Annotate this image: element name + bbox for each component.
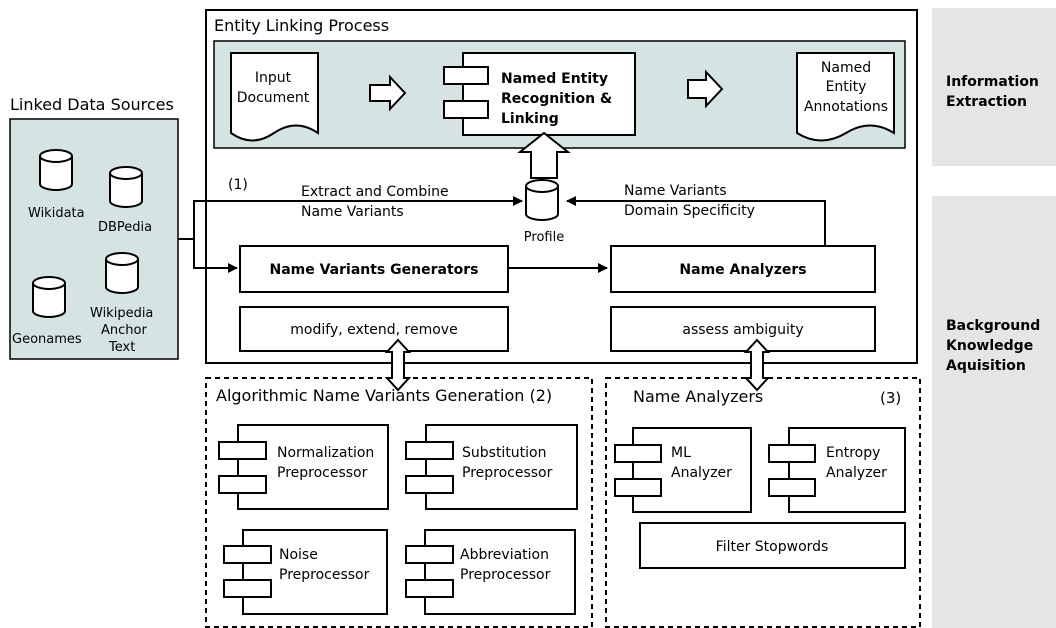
ml-analyzer-label-2: Analyzer xyxy=(671,465,732,481)
substitution-component-box xyxy=(425,424,578,510)
sources-to-profile-connector xyxy=(178,196,523,240)
name-analyzers-box xyxy=(610,245,876,293)
extract-label-1: Extract and Combine xyxy=(301,184,449,200)
name-analyzers-panel-title: Name Analyzers xyxy=(633,387,763,406)
flow-arrow-icon xyxy=(369,74,407,112)
wikidata-label: Wikidata xyxy=(28,206,85,221)
name-variants-generators-box xyxy=(239,245,509,293)
entropy-analyzer-label-1: Entropy xyxy=(826,445,880,461)
dbpedia-database-icon xyxy=(109,166,143,208)
profile-database-icon xyxy=(525,179,559,221)
annotations-label-2: Entity xyxy=(826,79,867,95)
assess-ambiguity-label: assess ambiguity xyxy=(682,322,803,338)
ner-label-1: Named Entity xyxy=(501,71,608,87)
filter-stopwords-box xyxy=(639,522,906,569)
sources-to-generators-connector xyxy=(193,239,238,273)
entity-linking-process-title: Entity Linking Process xyxy=(214,16,389,35)
component-port-icon xyxy=(218,475,267,494)
geonames-database-icon xyxy=(32,276,66,318)
component-port-icon xyxy=(218,441,267,460)
abbreviation-component-box xyxy=(424,529,576,615)
component-port-icon xyxy=(768,444,816,463)
component-port-icon xyxy=(405,441,454,460)
normalization-component-box xyxy=(237,424,389,510)
component-port-icon xyxy=(443,100,489,119)
ner-component-box xyxy=(462,52,636,136)
analyzers-to-profile-connector xyxy=(566,196,826,246)
information-extraction-label-2: Extraction xyxy=(946,94,1027,110)
information-extraction-label-1: Information xyxy=(946,74,1039,90)
name-variants-label-1: Name Variants xyxy=(624,183,727,199)
flow-arrow-icon xyxy=(687,69,724,109)
name-analyzers-marker-3: (3) xyxy=(880,389,901,407)
algorithmic-generation-title: Algorithmic Name Variants Generation (2) xyxy=(216,386,552,405)
analyzers-double-arrow-icon xyxy=(743,338,771,392)
component-port-icon xyxy=(405,475,454,494)
component-port-icon xyxy=(614,478,662,497)
noise-label-2: Preprocessor xyxy=(279,567,370,583)
modify-extend-remove-box xyxy=(239,306,509,352)
background-knowledge-label-3: Aquisition xyxy=(946,358,1026,374)
abbreviation-label-1: Abbreviation xyxy=(460,547,549,563)
linked-data-sources-box xyxy=(9,118,179,360)
noise-label-1: Noise xyxy=(279,547,318,563)
wikipedia-database-icon xyxy=(105,252,139,294)
name-variants-label-2: Domain Specificity xyxy=(624,203,755,219)
ner-label-3: Linking xyxy=(501,111,559,127)
assess-ambiguity-box xyxy=(610,306,876,352)
component-port-icon xyxy=(768,478,816,497)
annotations-label-3: Annotations xyxy=(804,99,888,115)
annotations-label-1: Named xyxy=(821,60,871,76)
ml-analyzer-component-box xyxy=(632,427,752,513)
input-document-label-1: Input xyxy=(255,70,292,86)
input-document-label-2: Document xyxy=(237,90,310,106)
entropy-analyzer-component-box xyxy=(788,427,906,513)
component-port-icon xyxy=(223,545,272,564)
entropy-analyzer-label-2: Analyzer xyxy=(826,465,887,481)
geonames-label: Geonames xyxy=(12,332,82,347)
wikipedia-label-1: Wikipedia xyxy=(90,306,153,321)
noise-component-box xyxy=(242,529,388,615)
abbreviation-label-2: Preprocessor xyxy=(460,567,551,583)
component-port-icon xyxy=(614,444,662,463)
background-knowledge-label-1: Background xyxy=(946,318,1040,334)
modify-extend-remove-label: modify, extend, remove xyxy=(290,322,457,338)
ml-analyzer-label-1: ML xyxy=(671,445,691,461)
wikidata-database-icon xyxy=(39,149,73,191)
normalization-label-2: Preprocessor xyxy=(277,465,368,481)
input-document-shape xyxy=(230,52,319,142)
process-marker-1: (1) xyxy=(228,177,248,193)
annotations-document-shape xyxy=(796,52,895,142)
filter-stopwords-label: Filter Stopwords xyxy=(716,539,829,555)
generation-double-arrow-icon xyxy=(384,338,412,392)
information-extraction-band xyxy=(932,8,1056,166)
ner-label-2: Recognition & xyxy=(501,91,612,107)
component-port-icon xyxy=(223,579,272,598)
wikipedia-label-3: Text xyxy=(108,340,135,355)
wikipedia-label-2: Anchor xyxy=(101,323,147,338)
substitution-label-1: Substitution xyxy=(462,445,547,461)
background-knowledge-label-2: Knowledge xyxy=(946,338,1033,354)
name-variants-generators-label: Name Variants Generators xyxy=(269,262,478,278)
component-port-icon xyxy=(405,545,454,564)
profile-label: Profile xyxy=(524,230,564,245)
component-port-icon xyxy=(443,66,489,85)
substitution-label-2: Preprocessor xyxy=(462,465,553,481)
background-knowledge-band xyxy=(932,196,1056,628)
component-port-icon xyxy=(405,579,454,598)
dbpedia-label: DBPedia xyxy=(98,220,152,235)
extract-label-2: Name Variants xyxy=(301,204,404,220)
name-analyzers-label: Name Analyzers xyxy=(679,262,806,278)
profile-to-ner-arrow-icon xyxy=(517,131,571,179)
linked-data-sources-title: Linked Data Sources xyxy=(10,95,174,114)
normalization-label-1: Normalization xyxy=(277,445,374,461)
